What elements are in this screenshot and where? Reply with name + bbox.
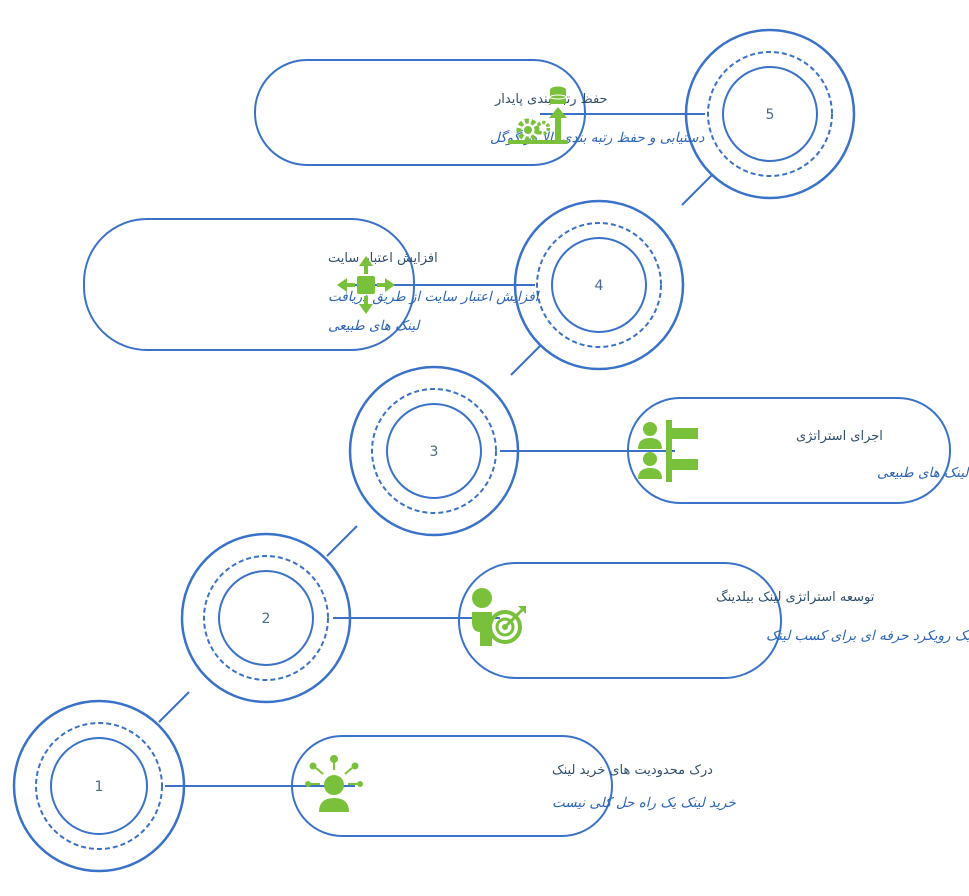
step-4-title: افزایش اعتبار سایت	[328, 251, 438, 266]
step-3-desc: استراتژی جذب لینک های طبیعی	[877, 465, 969, 481]
step-3-outer-circle	[348, 365, 520, 537]
step-1-title: درک محدودیت های خرید لینک	[552, 763, 713, 778]
step-3-title: اجرای استراتژی	[796, 429, 883, 444]
growth-gears-icon	[508, 86, 568, 144]
step-2-desc: ایجاد یک رویکرد حرفه ای برای کسب لینک	[766, 628, 969, 644]
step-3-inner-circle	[386, 403, 482, 499]
expand-arrows-icon	[337, 256, 395, 314]
step-1-outer-circle	[12, 699, 186, 873]
step-5: 5 حفظ رتبه بندی پایدار دستیابی و حفظ رتب…	[254, 28, 856, 200]
step-2-title: توسعه استراتژی لینک بیلدینگ	[716, 589, 875, 605]
step-1-dashed-ring	[35, 722, 163, 850]
connector-4-5	[681, 174, 713, 206]
step-3: 3 اجرای استراتژی استراتژی جذب لینک های ط…	[348, 365, 969, 537]
diagonal-connectors	[158, 174, 713, 723]
connector-1-2	[158, 691, 190, 723]
step-4: 4 افزایش اعتبار سایت افزایش اعتبار سایت …	[83, 199, 685, 371]
step-5-box	[254, 59, 586, 166]
step-4-outer-circle	[513, 199, 685, 371]
step-1: 1 درک محدودیت های خرید لینک خرید لینک یک…	[12, 699, 736, 873]
step-2-inner-circle	[218, 570, 314, 666]
team-flags-icon	[638, 420, 698, 482]
step-1-box	[291, 735, 613, 837]
step-1-inner-circle	[50, 737, 148, 835]
step-2-dashed-ring	[203, 555, 329, 681]
step-5-outer-circle	[684, 28, 856, 200]
step-2-number: 2	[262, 611, 271, 627]
target-person-icon	[472, 588, 526, 646]
step-4-number: 4	[595, 278, 604, 294]
step-4-desc-line1: افزایش اعتبار سایت از طریق دریافت	[328, 289, 541, 305]
step-3-box	[627, 397, 951, 504]
step-5-inner-circle	[722, 66, 818, 162]
step-5-number: 5	[766, 107, 775, 123]
step-1-number: 1	[95, 779, 104, 795]
connector-2-3	[326, 525, 358, 557]
step-2: 2 توسعه استراتژی لینک بیلدینگ ایجاد یک ر…	[180, 532, 969, 704]
step-2-box	[458, 562, 782, 679]
step-4-box	[83, 218, 415, 351]
connector-3-4	[510, 344, 542, 376]
step-1-desc: خرید لینک یک راه حل کلی نیست	[552, 795, 736, 811]
step-2-outer-circle	[180, 532, 352, 704]
step-5-dashed-ring	[707, 51, 833, 177]
step-3-dashed-ring	[371, 388, 497, 514]
step-3-number: 3	[430, 444, 439, 460]
step-4-dashed-ring	[536, 222, 662, 348]
step-4-inner-circle	[551, 237, 647, 333]
step-4-desc-line2: لینک های طبیعی	[328, 318, 421, 334]
idea-person-icon	[305, 755, 363, 812]
